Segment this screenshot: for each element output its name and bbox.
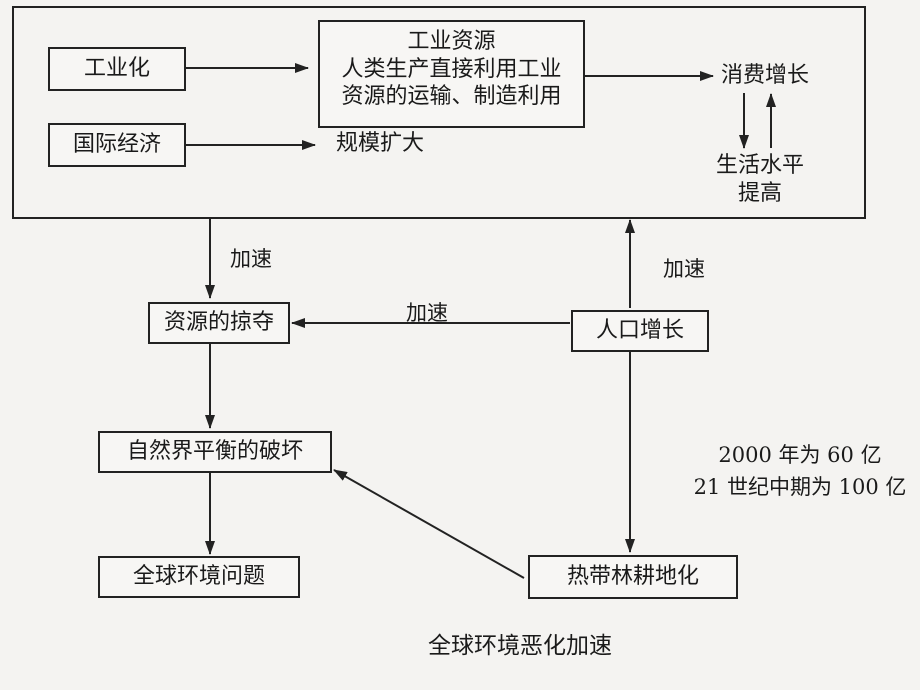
node-resource-plunder: 资源的掠夺	[148, 302, 290, 344]
node-resource-plunder-label: 资源的掠夺	[163, 310, 274, 336]
population-note: 2000 年为 60 亿 21 世纪中期为 100 亿	[680, 440, 920, 503]
node-industrialization-label: 工业化	[83, 56, 150, 82]
node-living-standard-line2: 提高	[737, 180, 782, 206]
node-tropical-forest-farmland: 热带林耕地化	[528, 555, 738, 599]
node-living-standard: 生活水平 提高	[705, 152, 815, 207]
node-industrial-resources-line2: 资源的运输、制造利用	[341, 84, 562, 109]
diagram-caption: 全球环境恶化加速	[428, 633, 612, 659]
node-industrialization: 工业化	[48, 47, 186, 91]
edge-label-accelerate-left: 加速	[406, 301, 448, 325]
population-note-line1: 2000 年为 60 亿	[718, 443, 882, 467]
node-tropical-forest-farmland-label: 热带林耕地化	[566, 564, 699, 590]
node-international-economy: 国际经济	[48, 123, 186, 167]
node-industrial-resources: 工业资源 人类生产直接利用工业 资源的运输、制造利用	[318, 20, 585, 128]
edge-label-accelerate-up: 加速	[663, 257, 705, 281]
node-consumption-growth: 消费增长	[710, 62, 820, 90]
node-global-env-problems-label: 全球环境问题	[132, 564, 265, 590]
node-population-growth: 人口增长	[571, 310, 709, 352]
node-scale-expansion: 规模扩大	[325, 130, 435, 158]
node-industrial-resources-title: 工业资源	[407, 29, 496, 54]
node-population-growth-label: 人口增长	[595, 318, 684, 344]
node-consumption-growth-label: 消费增长	[720, 63, 809, 88]
arrow-tropical-to-balance	[333, 469, 525, 579]
node-scale-expansion-label: 规模扩大	[335, 131, 424, 156]
population-note-line2: 21 世纪中期为 100 亿	[693, 474, 907, 499]
node-global-env-problems: 全球环境问题	[98, 556, 300, 598]
node-nature-balance-damage-label: 自然界平衡的破坏	[126, 439, 303, 465]
group-frame	[12, 6, 866, 219]
edge-label-accelerate-down: 加速	[230, 247, 272, 271]
node-industrial-resources-line1: 人类生产直接利用工业	[341, 56, 562, 82]
node-nature-balance-damage: 自然界平衡的破坏	[98, 431, 332, 473]
node-international-economy-label: 国际经济	[72, 132, 161, 158]
node-living-standard-line1: 生活水平	[715, 153, 804, 178]
